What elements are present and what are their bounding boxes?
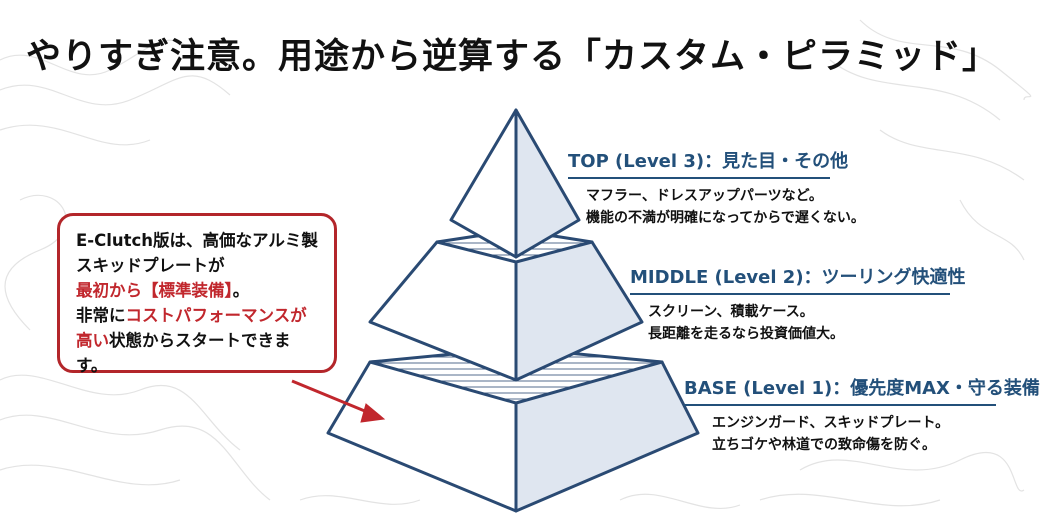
callout-line: 非常にコストパフォーマンスが <box>76 303 320 328</box>
pyramid-tier-top <box>449 108 581 259</box>
callout-text: 。 <box>232 281 250 300</box>
callout-highlight: 最初から【標準装備】 <box>76 281 233 300</box>
level-base-description: エンジンガード、スキッドプレート。 立ちゴケや林道での致命傷を防ぐ。 <box>712 412 1040 456</box>
level-base: BASE (Level 1)：優先度MAX・守る装備 エンジンガード、スキッドプ… <box>684 374 1040 456</box>
level-top-rule <box>568 177 830 179</box>
callout-text: 状態からスタートできます。 <box>76 331 291 375</box>
level-top-line: マフラー、ドレスアップパーツなど。 <box>586 188 823 204</box>
callout-highlight: コストパフォーマンスが <box>125 306 307 325</box>
level-base-line: エンジンガード、スキッドプレート。 <box>712 415 950 431</box>
callout-box: E-Clutch版は、高価なアルミ製 スキッドプレートが 最初から【標準装備】。… <box>57 213 337 375</box>
level-top: TOP (Level 3)：見た目・その他 マフラー、ドレスアップパーツなど。 … <box>568 147 865 229</box>
callout-line: E-Clutch版は、高価なアルミ製 <box>76 231 318 250</box>
level-base-line: 立ちゴケや林道での致命傷を防ぐ。 <box>712 437 936 453</box>
callout-line: スキッドプレートが <box>76 256 225 275</box>
level-base-rule <box>684 404 996 406</box>
level-top-heading: TOP (Level 3)：見た目・その他 <box>568 151 849 172</box>
callout-highlight: 高い <box>76 331 109 350</box>
callout-line: 最初から【標準装備】。 <box>76 278 320 303</box>
page-title: やりすぎ注意。用途から逆算する「カスタム・ピラミッド」 <box>25 37 998 77</box>
level-middle-description: スクリーン、積載ケース。 長距離を走るなら投資価値大。 <box>648 301 966 345</box>
level-base-heading: BASE (Level 1)：優先度MAX・守る装備 <box>684 378 1040 399</box>
level-middle-line: 長距離を走るなら投資価値大。 <box>648 326 844 342</box>
level-top-line: 機能の不満が明確になってからで遅くない。 <box>586 210 865 226</box>
level-top-description: マフラー、ドレスアップパーツなど。 機能の不満が明確になってからで遅くない。 <box>586 185 865 229</box>
level-middle-heading: MIDDLE (Level 2)：ツーリング快適性 <box>630 267 966 288</box>
level-middle: MIDDLE (Level 2)：ツーリング快適性 スクリーン、積載ケース。 長… <box>630 263 966 345</box>
callout-line: 高い状態からスタートできます。 <box>76 328 320 378</box>
callout-arrow <box>291 379 386 423</box>
level-middle-line: スクリーン、積載ケース。 <box>648 304 814 320</box>
callout-text: 非常に <box>76 306 126 325</box>
level-middle-rule <box>630 293 950 295</box>
